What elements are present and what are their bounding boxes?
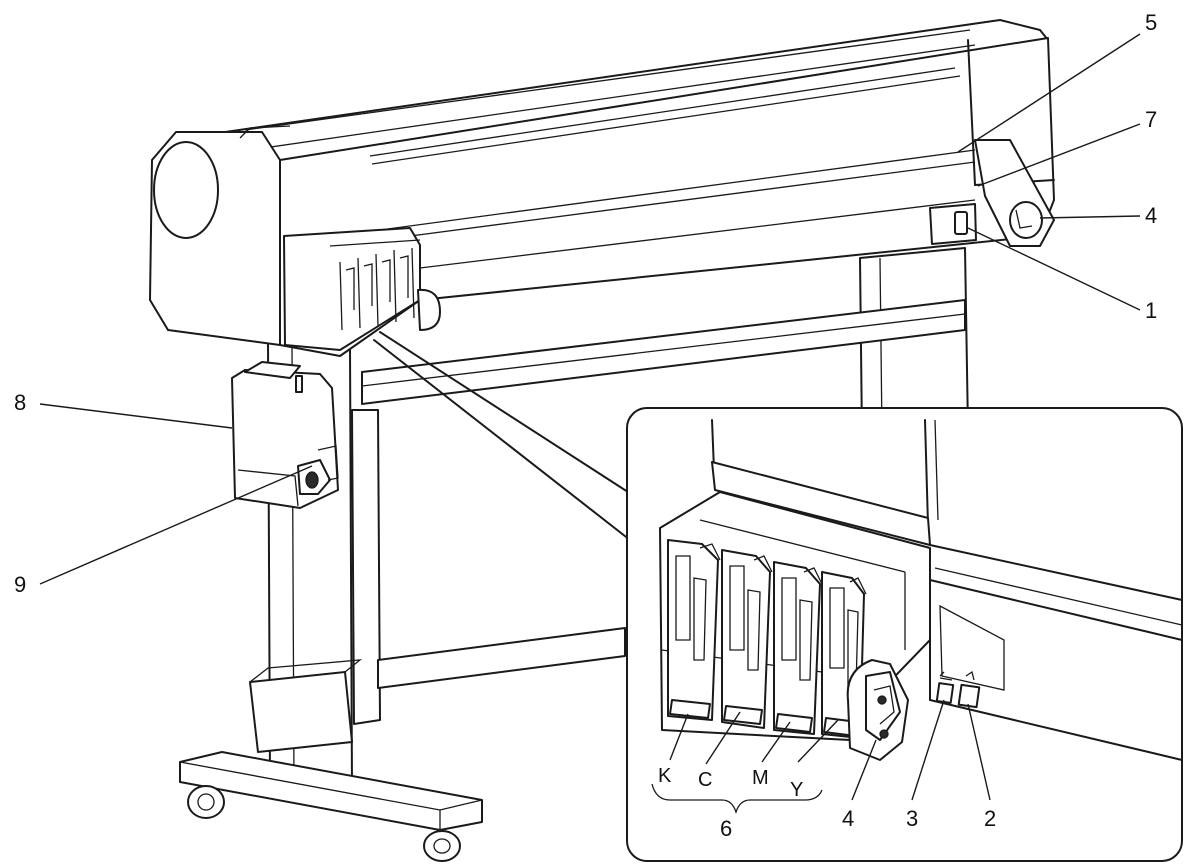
callout-4-inset: 4	[842, 806, 854, 831]
magnification-lines	[373, 331, 631, 541]
ink-slot-bracket	[651, 783, 823, 815]
callout-labels: 5 7 4 1 8 9 K C M Y 6 4 3 2	[14, 10, 1157, 841]
waste-ink-bottle	[231, 361, 339, 509]
ink-label-c: C	[698, 769, 712, 791]
printer-stand	[179, 247, 969, 862]
ink-slot-c	[721, 549, 773, 729]
ink-lever	[846, 659, 909, 761]
leader-lines	[39, 33, 1141, 801]
printer-body	[149, 19, 1055, 357]
detail-inset	[626, 407, 1183, 862]
callout-7: 7	[1145, 107, 1157, 132]
ink-label-k: K	[658, 765, 672, 787]
ink-slot-m	[773, 561, 823, 735]
ink-slot-k	[667, 539, 721, 721]
switches	[935, 670, 981, 709]
callout-1: 1	[1145, 298, 1157, 323]
callout-3: 3	[906, 806, 918, 831]
callout-2: 2	[984, 806, 996, 831]
ink-label-m: M	[752, 767, 769, 789]
ink-label-y: Y	[790, 779, 803, 801]
callout-4-main: 4	[1145, 203, 1157, 228]
callout-6: 6	[720, 816, 732, 841]
callout-8: 8	[14, 390, 26, 415]
callout-9: 9	[14, 572, 26, 597]
callout-5: 5	[1145, 10, 1157, 35]
